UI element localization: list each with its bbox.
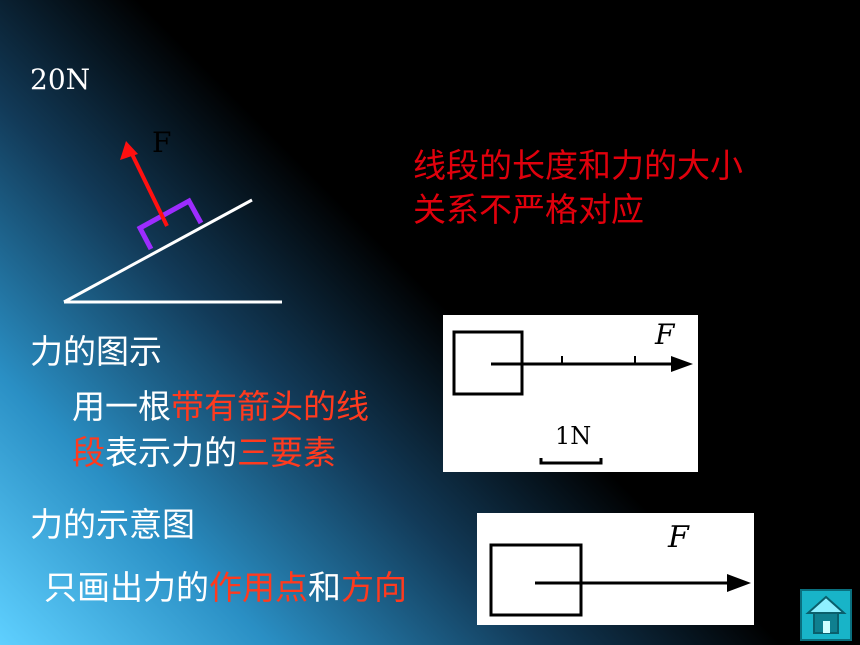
sketch-description: 只画出力的作用点和方向 <box>44 566 407 610</box>
diagram-desc-text-1: 用一根 <box>72 387 171 426</box>
home-icon <box>805 595 847 634</box>
diagram-scale-label: 1N <box>555 422 592 450</box>
diagram-heading: 力的图示 <box>30 332 162 371</box>
sketch-force-label: F <box>668 520 689 555</box>
home-button[interactable] <box>800 589 852 641</box>
diagram-description-line-2: 段表示力的三要素 <box>72 431 336 475</box>
sketch-desc-highlight-2: 方向 <box>341 568 407 607</box>
sketch-desc-highlight-1: 作用点 <box>209 568 308 607</box>
force-arrow-shaft <box>129 151 169 227</box>
force-value-text: 20N <box>30 63 91 96</box>
sketch-desc-text-1: 只画出力的 <box>44 568 209 607</box>
diagram-description-line-1: 用一根带有箭头的线 <box>72 385 369 429</box>
force-label-f: F <box>152 126 172 159</box>
incline-slope <box>63 198 253 304</box>
force-sketch-figure: F <box>477 513 754 625</box>
incline-figure <box>0 0 300 320</box>
scale-bracket <box>539 458 603 465</box>
force-sketch-svg <box>489 543 751 617</box>
sketch-arrow-head <box>727 574 751 592</box>
diagram-force-label: F <box>655 318 675 351</box>
diagram-desc-highlight-2: 段 <box>72 433 105 472</box>
diagram-arrow-head <box>671 356 693 372</box>
incline-svg <box>63 141 282 304</box>
force-diagram-figure: F 1N <box>443 315 698 472</box>
note-line-2: 关系不严格对应 <box>413 190 644 229</box>
diagram-desc-highlight-1: 带有箭头的线 <box>171 387 369 426</box>
sketch-block <box>489 543 583 617</box>
diagram-desc-highlight-3: 三要素 <box>237 433 336 472</box>
diagram-desc-text-2: 表示力的 <box>105 433 237 472</box>
block-outline <box>136 197 204 251</box>
force-diagram-svg <box>452 330 693 465</box>
note-line-1: 线段的长度和力的大小 <box>413 146 743 185</box>
force-arrow-head <box>120 141 138 160</box>
sketch-heading: 力的示意图 <box>30 505 195 544</box>
sketch-desc-text-2: 和 <box>308 568 341 607</box>
